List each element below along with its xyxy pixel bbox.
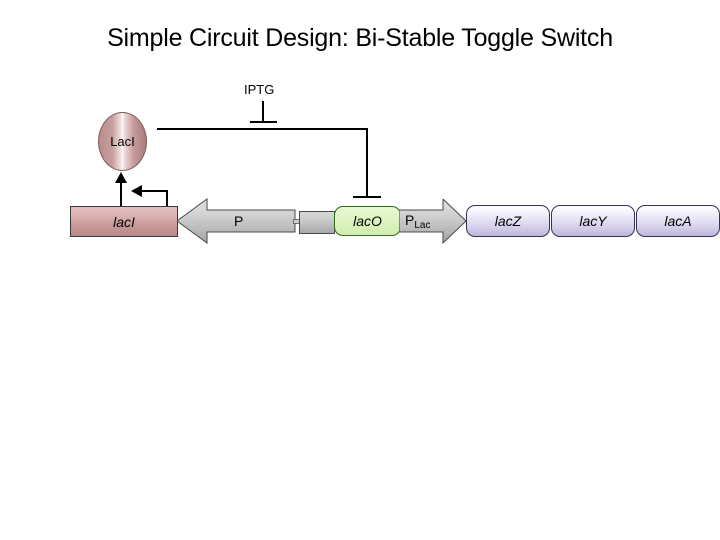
laci-repression-bar	[353, 196, 381, 198]
laci-transcription-line-horizontal	[140, 190, 168, 192]
laca-gene-label: lacA	[664, 213, 692, 229]
laci-protein-node[interactable]: LacI	[98, 112, 147, 171]
promoter-plac-label: PLac	[405, 212, 431, 231]
laci-expression-arrow-shaft	[120, 182, 122, 206]
laci-gene-box[interactable]: lacI	[70, 206, 178, 237]
lacz-gene-label: lacZ	[494, 213, 522, 229]
lacy-gene-box[interactable]: lacY	[551, 205, 635, 237]
laci-protein-label: LacI	[110, 134, 135, 149]
promoter-p-label: P	[234, 213, 244, 229]
laci-transcription-arrowhead	[131, 185, 143, 198]
promoter-plac-main: P	[405, 212, 415, 228]
laci-gene-label: lacI	[113, 213, 135, 230]
lacy-gene-label: lacY	[579, 213, 607, 229]
laco-operator-box[interactable]: lacO	[334, 206, 401, 236]
laci-repression-line-horizontal	[157, 128, 368, 130]
promoter-plac-sub: Lac	[414, 220, 431, 231]
iptg-inhibition-stem	[262, 101, 264, 122]
iptg-inhibition-bar	[250, 121, 277, 123]
lacz-gene-box[interactable]: lacZ	[466, 205, 550, 237]
promoter-plac-arrow[interactable]	[399, 199, 467, 244]
laci-repression-line-vertical	[366, 128, 368, 198]
laca-gene-box[interactable]: lacA	[636, 205, 720, 237]
operator-flank-box	[299, 211, 335, 234]
laco-operator-label: lacO	[353, 213, 382, 229]
page-title: Simple Circuit Design: Bi-Stable Toggle …	[107, 24, 613, 52]
laci-expression-arrowhead	[114, 172, 128, 184]
iptg-label: IPTG	[244, 82, 275, 97]
laci-transcription-line-vertical	[166, 190, 168, 208]
